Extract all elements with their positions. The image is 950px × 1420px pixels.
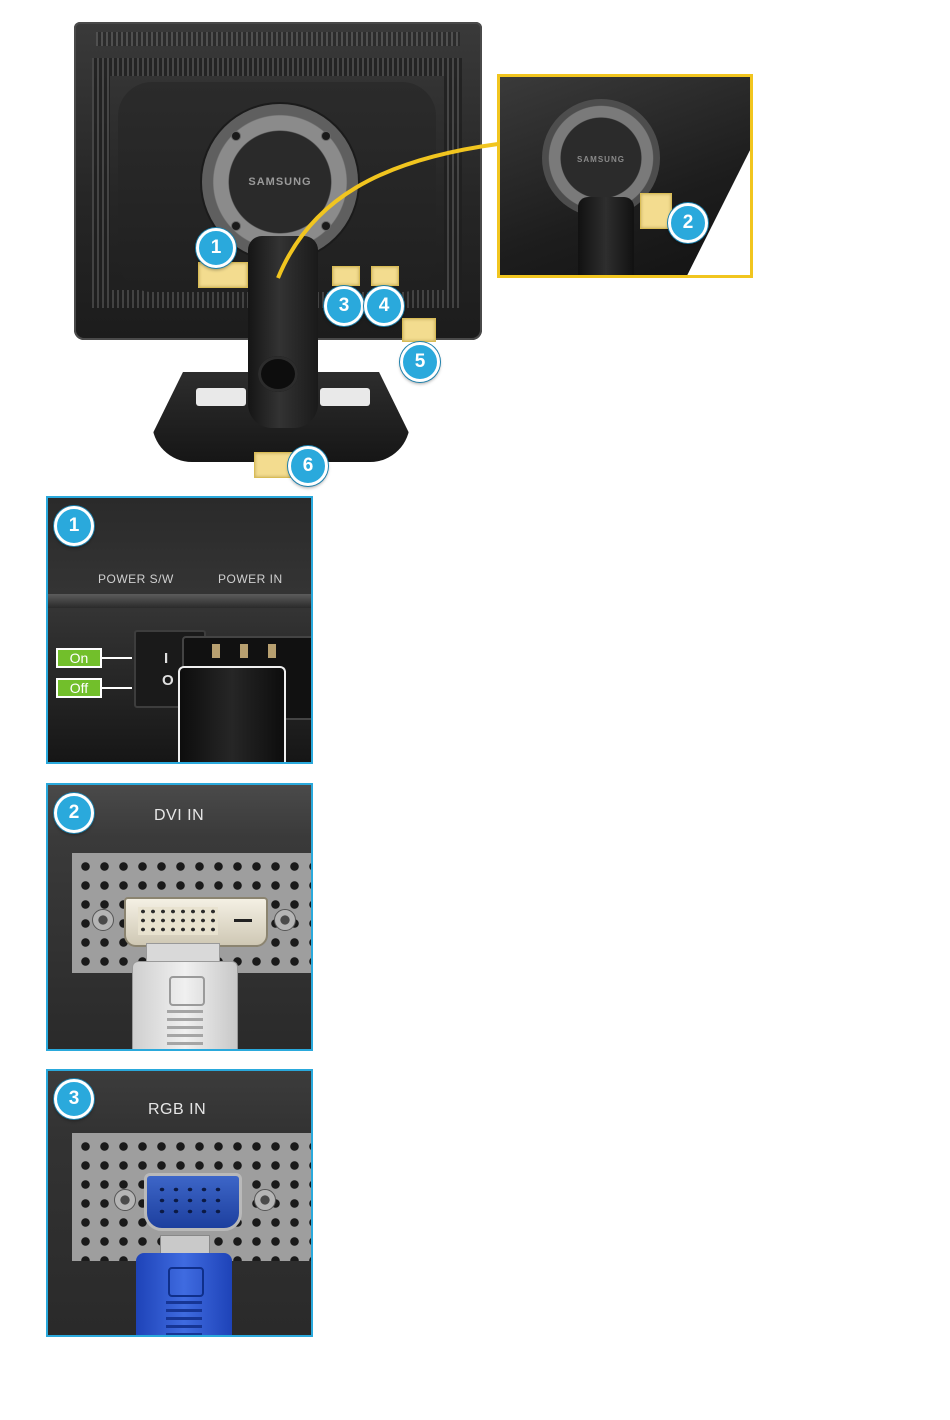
plug-logo-icon <box>169 976 205 1006</box>
power-switch-silkscreen: POWER S/W <box>98 572 174 586</box>
thumbscrew <box>114 1189 136 1211</box>
socket-pin <box>212 644 220 658</box>
dvi-detail-panel: 2 DVI IN <box>46 783 313 1051</box>
plug-grip <box>166 1301 202 1337</box>
thumbscrew <box>254 1189 276 1211</box>
callout-badge-4: 4 <box>364 286 404 326</box>
vga-cable-plug <box>136 1253 232 1337</box>
monitor-rear-figure: SAMSUNG SAMSUNG 2 1 3 4 5 6 <box>0 0 950 485</box>
thumbscrew <box>92 909 114 931</box>
socket-pin <box>240 644 248 658</box>
rgb-in-silkscreen: RGB IN <box>148 1101 206 1119</box>
callout-badge-2: 2 <box>668 203 708 243</box>
thumbscrew <box>274 909 296 931</box>
socket-pin <box>268 644 276 658</box>
vga-pin-grid <box>155 1184 227 1216</box>
power-in-silkscreen: POWER IN <box>218 572 283 586</box>
dvi-cable-plug <box>132 961 238 1051</box>
on-label: On <box>56 648 102 668</box>
dvi-blade-slot <box>234 919 252 922</box>
rgb-port <box>144 1173 242 1231</box>
callout-badge-1: 1 <box>196 228 236 268</box>
off-leader-line <box>102 687 132 689</box>
zoom-brand-logo: SAMSUNG <box>560 155 642 164</box>
zoom-connector-line <box>0 0 950 485</box>
panel-badge-1: 1 <box>54 506 94 546</box>
off-symbol: O <box>162 672 174 689</box>
on-leader-line <box>102 657 132 659</box>
dvi-pin-grid <box>138 907 218 935</box>
rgb-detail-panel: 3 RGB IN <box>46 1069 313 1337</box>
power-detail-panel: 1 POWER S/W POWER IN I O On Off <box>46 496 313 764</box>
dvi-port <box>124 897 268 947</box>
power-cord-plug <box>178 666 286 764</box>
panel-badge-3: 3 <box>54 1079 94 1119</box>
callout-badge-6: 6 <box>288 446 328 486</box>
on-symbol: I <box>164 650 168 667</box>
dvi-in-silkscreen: DVI IN <box>154 807 204 825</box>
panel-badge-2: 2 <box>54 793 94 833</box>
callout-badge-5: 5 <box>400 342 440 382</box>
callout-badge-3: 3 <box>324 286 364 326</box>
plug-logo-icon <box>168 1267 204 1297</box>
zoom-stand-neck <box>578 197 634 278</box>
plug-grip <box>167 1010 203 1050</box>
panel-ledge <box>48 594 313 608</box>
off-label: Off <box>56 678 102 698</box>
zoom-inset: SAMSUNG 2 <box>497 74 753 278</box>
